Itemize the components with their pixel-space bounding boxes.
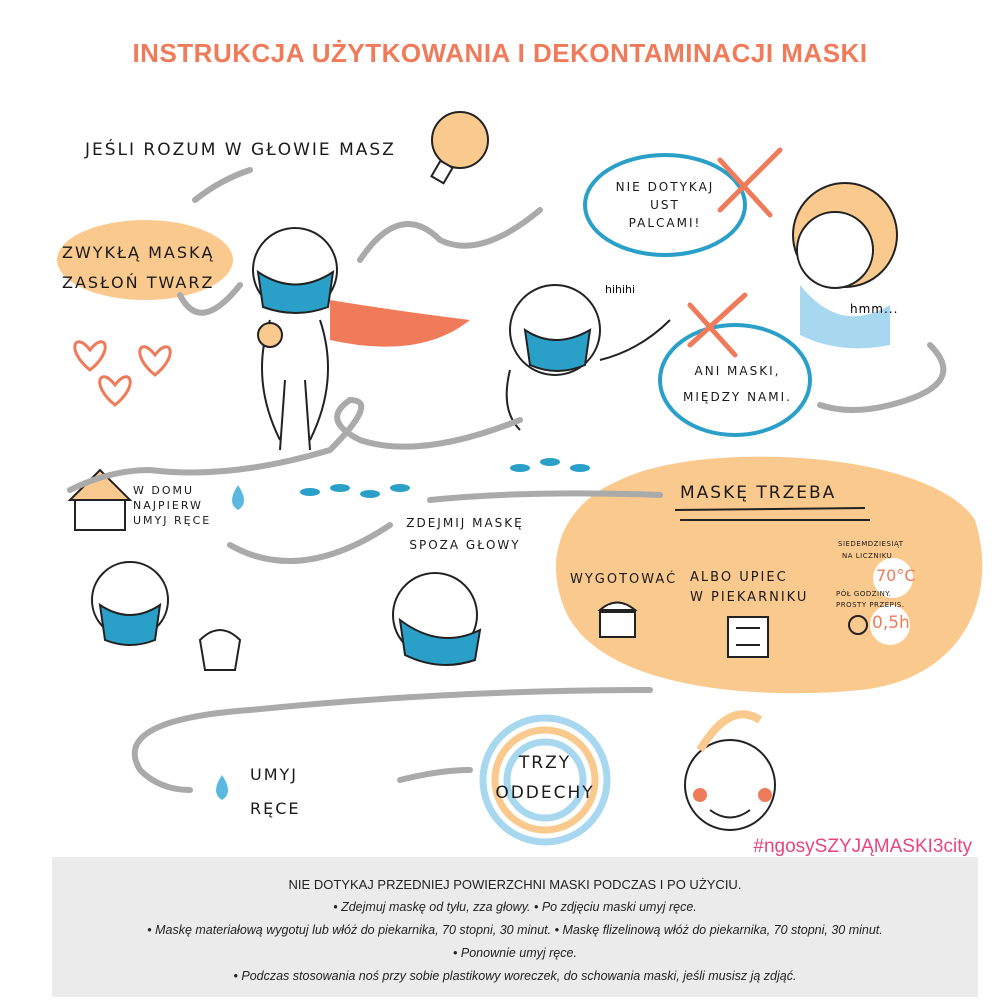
no-share-line-1: ANI MASKI, — [694, 364, 781, 378]
boil-text: WYGOTOWAĆ — [570, 572, 678, 587]
instruction-line: • Maskę materiałową wygotuj lub włóż do … — [147, 923, 883, 937]
cover-face-bubble — [57, 220, 233, 300]
instructions-box: NIE DOTYKAJ PRZEDNIEJ POWIERZCHNI MASKI … — [52, 857, 978, 997]
no-share-line-2: MIĘDZY NAMI. — [683, 390, 792, 404]
bake-line-1: ALBO UPIEC — [690, 570, 788, 585]
wash-line-1: UMYJ — [250, 765, 299, 784]
wash-line-2: RĘCE — [250, 799, 301, 818]
hihi-text: hihihi — [605, 283, 636, 296]
note-line-1: SIEDEMDZIESIĄT — [838, 540, 904, 548]
note-line-3: PÓŁ GODZINY. — [836, 590, 892, 598]
remove-mask-text: ZDEJMIJ MASKĘ SPOZA GŁOWY — [390, 512, 540, 556]
instruction-line: • Ponownie umyj ręce. — [453, 946, 577, 960]
cover-line-1: ZWYKŁĄ MASKĄ — [62, 243, 215, 262]
three-breaths-text: TRZY ODDECHY — [485, 748, 605, 808]
washing-kid-figure — [91, 561, 242, 671]
hmm-text: hmm... — [850, 302, 899, 316]
lightbulb-icon — [430, 111, 489, 185]
note-line-2: NA LICZNIKU — [842, 552, 893, 560]
thinking-person-figure — [792, 182, 898, 349]
remove-line-2: SPOZA GŁOWY — [409, 538, 521, 552]
no-touch-line-2: UST — [650, 198, 680, 212]
hero-figure — [252, 227, 470, 451]
flow-arrows — [67, 167, 947, 793]
water-drop-icon — [216, 485, 244, 800]
home-text: W DOMU NAJPIERW UMYJ RĘCE — [133, 483, 211, 528]
pot-icon — [597, 601, 638, 638]
hashtag: #ngosySZYJĄMASKI3city — [753, 836, 972, 857]
note-line-4: PROSTY PRZEPIS. — [836, 601, 905, 609]
home-line-3: UMYJ RĘCE — [133, 514, 212, 527]
remove-line-1: ZDEJMIJ MASKĘ — [406, 516, 524, 530]
time-badge-bg — [870, 605, 910, 645]
heart-icon — [73, 340, 172, 407]
no-touch-bubble — [583, 153, 747, 257]
home-line-1: W DOMU — [133, 484, 195, 497]
breath-line-1: TRZY — [518, 753, 572, 773]
temp-value: 70°C — [876, 566, 916, 585]
removing-mask-figure — [392, 572, 482, 666]
laughing-kid-figure — [505, 284, 671, 431]
cover-face-text: ZWYKŁĄ MASKĄ ZASŁOŃ TWARZ — [62, 238, 214, 298]
instruction-line: • Podczas stosowania noś przy sobie plas… — [233, 969, 797, 983]
no-touch-line-1: NIE DOTYKAJ — [615, 180, 715, 194]
no-share-bubble — [658, 323, 812, 437]
cross-icon — [687, 147, 783, 358]
instruction-line: • Zdejmuj maskę od tyłu, zza głowy. • Po… — [333, 900, 697, 914]
house-icon — [67, 468, 133, 531]
happy-face-icon — [684, 710, 776, 831]
oven-icon — [727, 616, 769, 658]
instructions-heading: NIE DOTYKAJ PRZEDNIEJ POWIERZCHNI MASKI … — [288, 877, 742, 892]
no-touch-line-3: PALCAMI! — [628, 216, 702, 230]
heading-underline — [674, 507, 866, 511]
no-touch-text: NIE DOTYKAJ UST PALCAMI! — [600, 178, 730, 232]
no-share-text: ANI MASKI, MIĘDZY NAMI. — [670, 358, 805, 410]
breath-line-2: ODDECHY — [495, 783, 595, 803]
wash-hands-text: UMYJ RĘCE — [250, 758, 301, 826]
footprints-icon — [300, 458, 590, 498]
clock-icon — [848, 615, 868, 635]
bake-line-2: W PIEKARNIKU — [690, 590, 809, 605]
home-line-2: NAJPIERW — [133, 499, 203, 512]
temp-badge-bg — [873, 558, 913, 598]
time-value: 0,5h — [872, 613, 910, 633]
brain-caption: JEŚLI ROZUM W GŁOWIE MASZ — [85, 140, 396, 160]
page-title: INSTRUKCJA UŻYTKOWANIA I DEKONTAMINACJI … — [132, 38, 868, 68]
breath-circles — [479, 714, 611, 846]
decon-heading: MASKĘ TRZEBA — [680, 483, 837, 503]
cover-line-2: ZASŁOŃ TWARZ — [62, 273, 215, 292]
bake-text: ALBO UPIEC W PIEKARNIKU — [690, 568, 808, 608]
